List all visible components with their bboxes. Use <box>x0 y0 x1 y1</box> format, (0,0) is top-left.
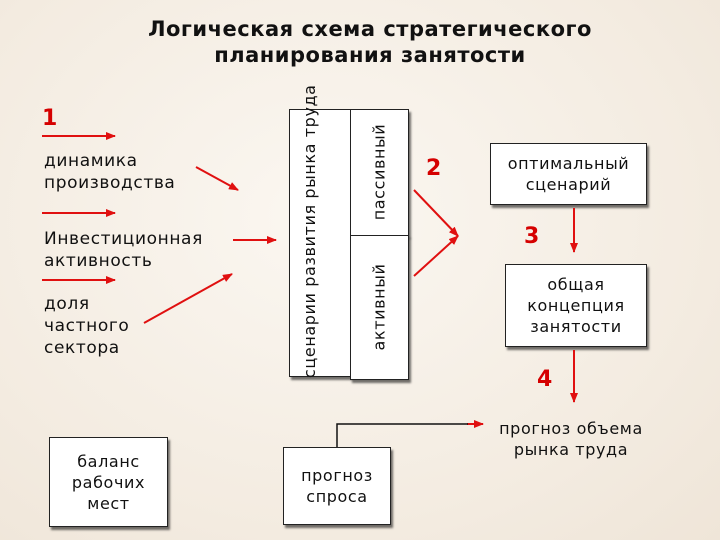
step-number-2: 2 <box>426 156 442 181</box>
step-number-3: 3 <box>524 224 540 249</box>
arrow-passive-to-step2 <box>413 189 459 237</box>
arrow-active-to-step2 <box>413 235 459 277</box>
scenarios-box <box>289 109 351 377</box>
demand-forecast-box: прогноз спроса <box>283 447 391 525</box>
factor-investment: Инвестиционная активность <box>44 229 203 271</box>
page-title: Логическая схема стратегического планиро… <box>148 17 592 67</box>
factor-private-sector: доля частного сектора <box>44 294 130 358</box>
step-number-4: 4 <box>537 367 553 392</box>
arrow-production-to-scenarios <box>195 166 239 191</box>
passive-box <box>350 109 409 236</box>
job-balance-box: баланс рабочих мест <box>49 437 168 527</box>
active-box <box>350 235 409 380</box>
labor-market-forecast-label: прогноз объема рынка труда <box>499 419 643 459</box>
step-number-1: 1 <box>42 106 58 131</box>
optimal-scenario-box: оптимальный сценарий <box>490 143 647 205</box>
demand-connector-line <box>336 423 468 447</box>
employment-concept-box: общая концепция занятости <box>505 264 647 347</box>
factor-production: динамика производства <box>44 151 176 193</box>
arrow-private-to-scenarios <box>143 273 233 324</box>
